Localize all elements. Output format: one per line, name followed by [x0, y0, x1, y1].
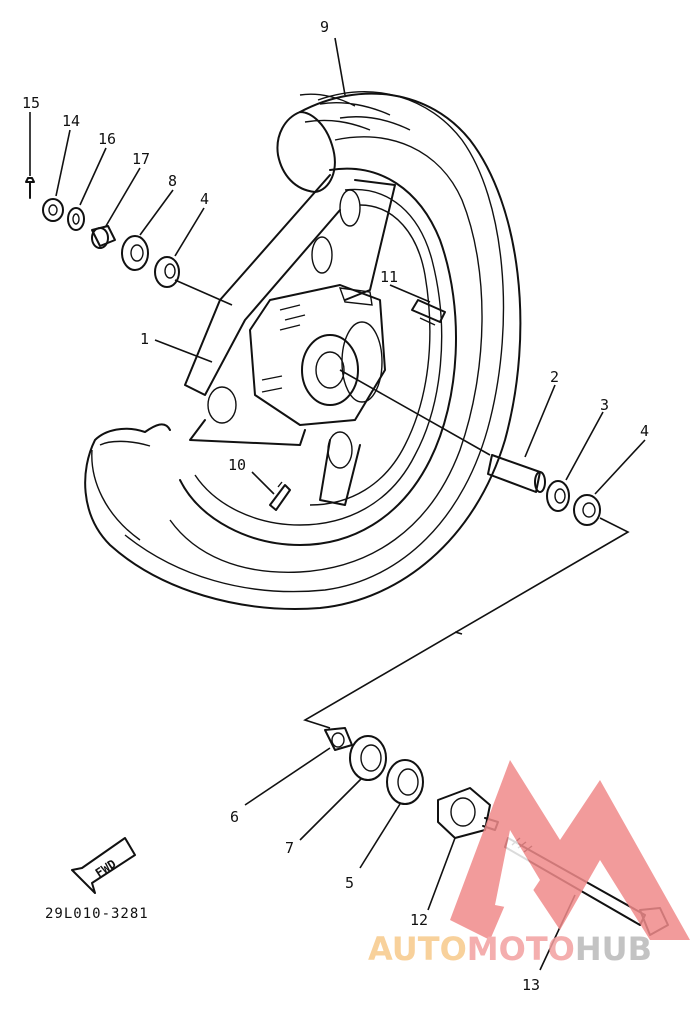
callout-2: 2 — [550, 368, 559, 386]
part-17-collar — [91, 225, 116, 249]
part-6-gear-unit-clip — [324, 727, 353, 751]
part-14-nut — [42, 198, 64, 222]
part-11-balance-weight — [411, 299, 446, 326]
watermark-auto: AUTO — [368, 930, 467, 968]
callout-11: 11 — [380, 268, 398, 286]
callout-3: 3 — [600, 396, 609, 414]
callout-12: 12 — [410, 911, 428, 929]
watermark-hub: HUB — [575, 930, 652, 968]
part-4-oil-seal — [154, 256, 180, 288]
fwd-direction-arrow: FWD — [71, 837, 136, 894]
watermark-moto: MOTO — [467, 930, 575, 968]
diagram-part-number: 29L010-3281 — [45, 906, 149, 922]
leader-lines — [29, 37, 646, 971]
callout-labels: 9 15 14 16 17 8 4 11 1 2 3 4 10 6 7 5 12… — [22, 18, 649, 994]
watermark-brand: AUTOMOTOHUB — [368, 930, 652, 968]
callout-13: 13 — [522, 976, 540, 994]
callout-10: 10 — [228, 456, 246, 474]
callout-17: 17 — [132, 150, 150, 168]
callout-14: 14 — [62, 112, 80, 130]
callout-9: 9 — [320, 18, 329, 36]
part-16-washer — [67, 207, 85, 231]
part-15-screw — [25, 177, 35, 199]
axle-centerline — [174, 279, 630, 729]
part-3-bearing — [546, 480, 570, 512]
callout-8: 8 — [168, 172, 177, 190]
callout-1: 1 — [140, 330, 149, 348]
part-10-valve — [269, 481, 291, 511]
part-5-oil-seal-lower — [386, 759, 424, 805]
part-7-ring — [349, 735, 387, 781]
fwd-label: FWD — [93, 857, 119, 881]
wheel-rim — [179, 167, 458, 546]
part-8-bearing — [121, 235, 149, 271]
callout-6: 6 — [230, 808, 239, 826]
callout-5: 5 — [345, 874, 354, 892]
automotohub-watermark: AUTOMOTOHUB — [368, 760, 690, 968]
automotohub-logo-icon — [450, 760, 690, 940]
callout-4-left: 4 — [200, 190, 209, 208]
callout-15: 15 — [22, 94, 40, 112]
part-4-oil-seal-right — [573, 494, 601, 526]
callout-4-right: 4 — [640, 422, 649, 440]
part-2-spacer — [487, 454, 546, 493]
callout-16: 16 — [98, 130, 116, 148]
tire — [84, 91, 522, 610]
callout-7: 7 — [285, 839, 294, 857]
